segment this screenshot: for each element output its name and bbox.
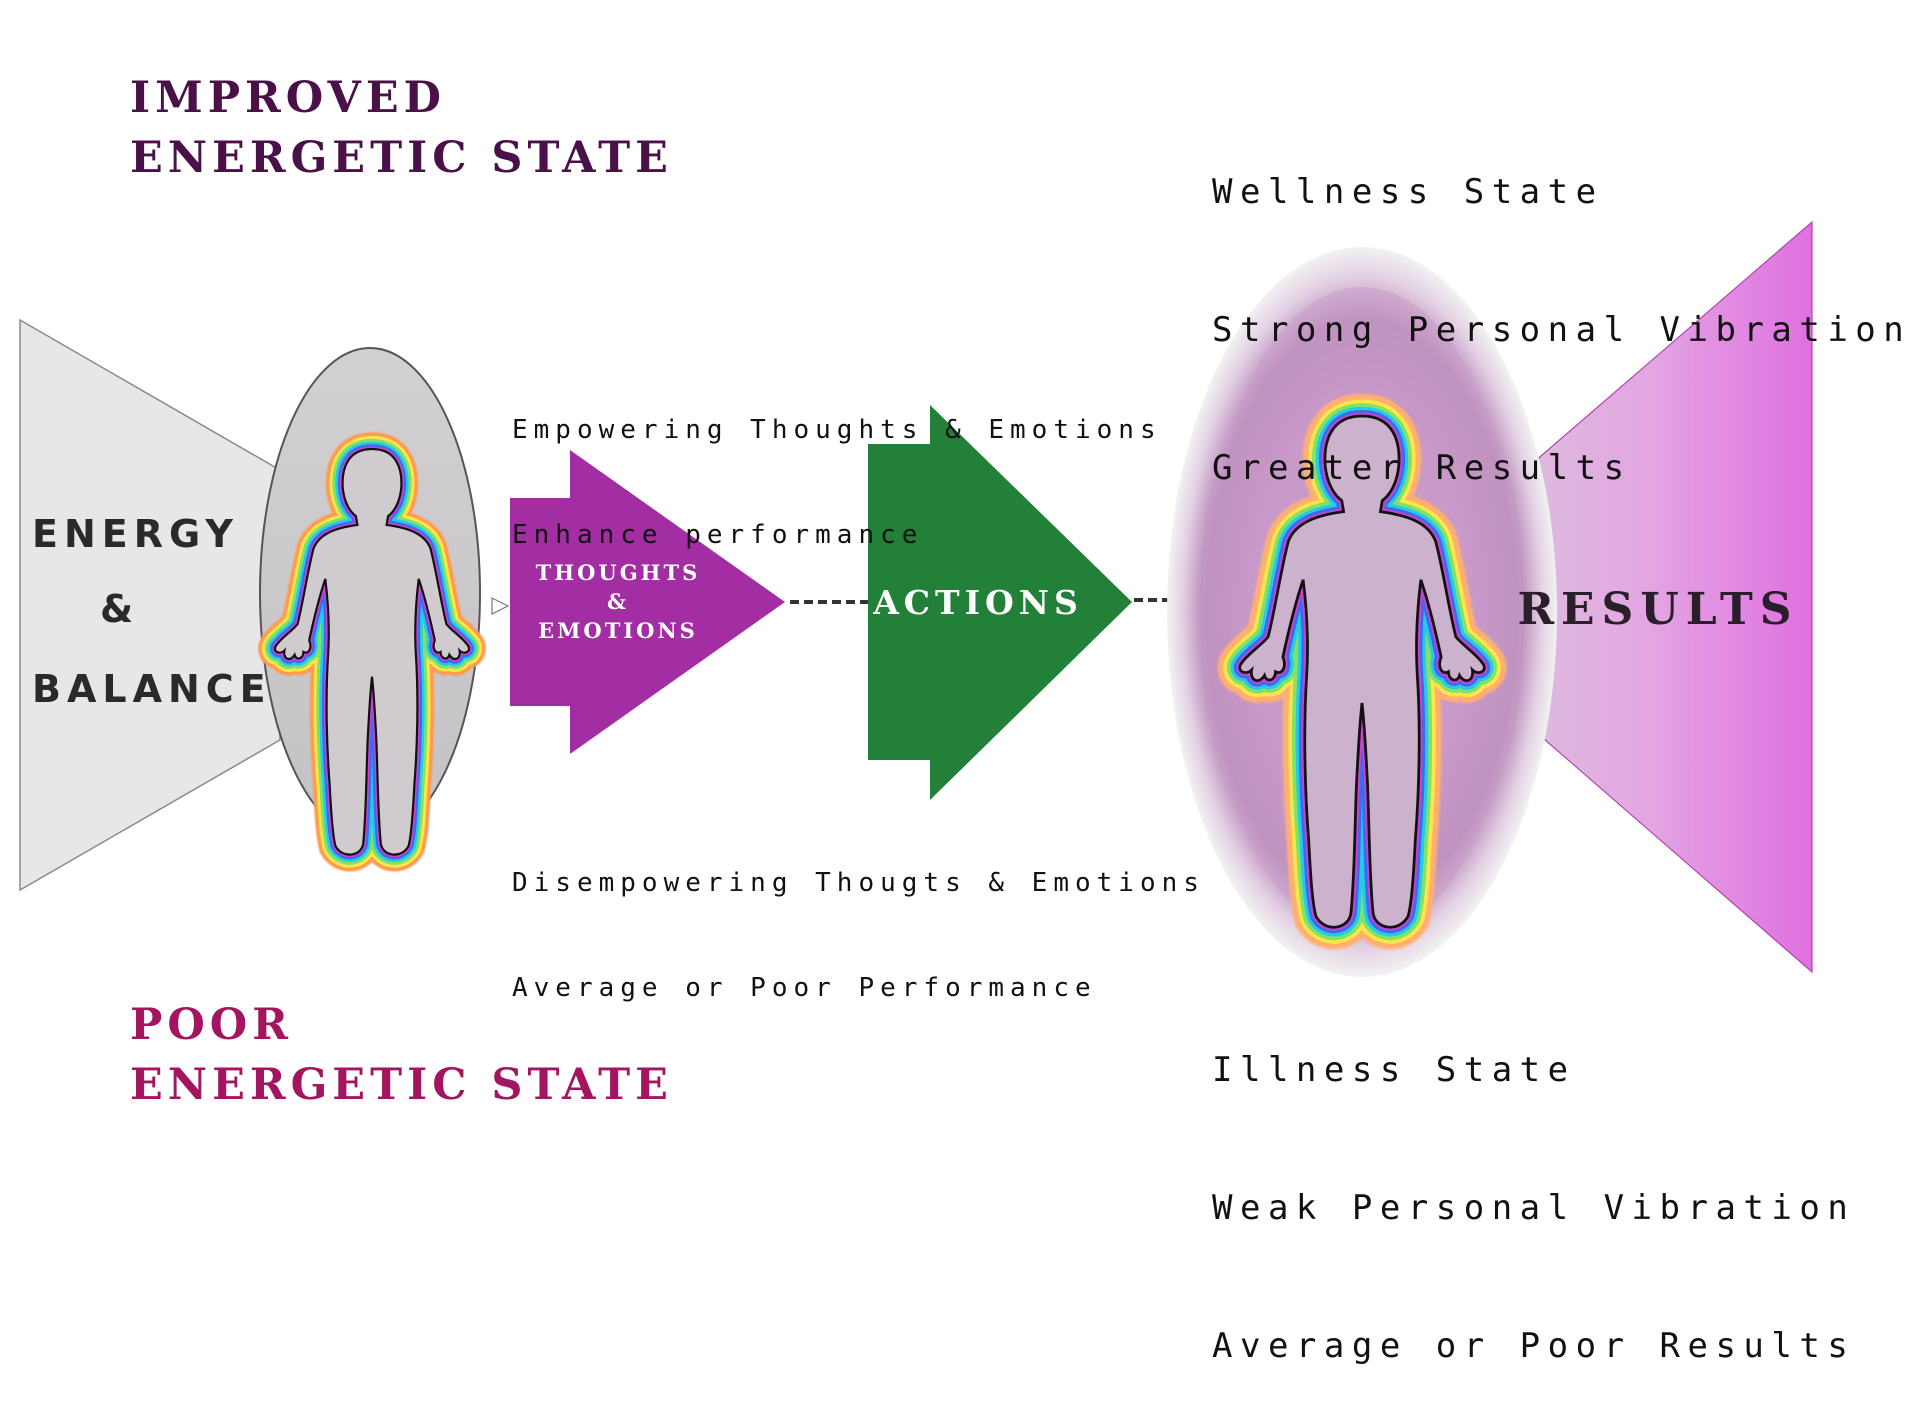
actions-label: ACTIONS <box>872 583 1083 622</box>
empowering-note: Empowering Thoughts & Emotions Enhance p… <box>512 343 1162 588</box>
results-label: RESULTS <box>1517 584 1798 635</box>
disempowering-note: Disempowering Thougts & Emotions Average… <box>512 796 1205 1041</box>
thoughts-label: THOUGHTS <box>536 560 701 585</box>
illness-note-line3: Average or Poor Results <box>1212 1326 1856 1366</box>
thoughts-ampersand: & <box>607 589 629 614</box>
disempowering-note-line1: Disempowering Thougts & Emotions <box>512 868 1205 898</box>
diagram-canvas: ENERGY & BALANCE THOUGHTS & EMOTIONS ACT… <box>19 220 1813 977</box>
thoughts-emotions-arrow <box>510 450 785 754</box>
poor-title-line1: POOR <box>130 1000 293 1050</box>
illness-note-line1: Illness State <box>1212 1050 1576 1090</box>
improved-title-line1: IMPROVED <box>130 73 446 123</box>
improved-state-title: IMPROVED ENERGETIC STATE <box>130 68 673 188</box>
poor-title-line2: ENERGETIC STATE <box>130 1060 673 1110</box>
balance-label: BALANCE <box>32 667 272 711</box>
wellness-note: Wellness State Strong Personal Vibration… <box>1212 77 1911 537</box>
energy-label: ENERGY <box>32 512 239 556</box>
empowering-note-line2: Enhance performance <box>512 520 924 550</box>
wellness-note-line2: Strong Personal Vibration <box>1212 310 1912 350</box>
energy-ampersand: & <box>100 587 139 631</box>
actions-arrow <box>868 405 1132 800</box>
connector-notch <box>491 597 510 615</box>
illness-note-line2: Weak Personal Vibration <box>1212 1188 1856 1228</box>
disempowering-note-line2: Average or Poor Performance <box>512 973 1097 1003</box>
empowering-note-line1: Empowering Thoughts & Emotions <box>512 415 1162 445</box>
poor-state-title: POOR ENERGETIC STATE <box>130 995 673 1115</box>
improved-title-line2: ENERGETIC STATE <box>130 133 673 183</box>
wellness-note-line3: Greater Results <box>1212 448 1632 488</box>
wellness-note-line1: Wellness State <box>1212 172 1604 212</box>
energy-funnel <box>19 318 281 892</box>
emotions-label: EMOTIONS <box>538 618 698 643</box>
illness-note: Illness State Weak Personal Vibration Av… <box>1212 955 1855 1415</box>
